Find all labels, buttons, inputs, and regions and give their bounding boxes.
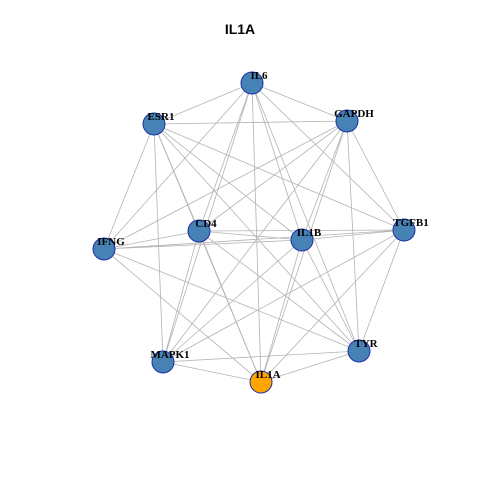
edge-il6-il1b [251, 82, 303, 241]
edge-tyr-il1b [301, 239, 360, 352]
edge-esr1-cd4 [153, 123, 200, 232]
edge-gapdh-esr1 [153, 120, 348, 125]
node-esr1 [142, 112, 166, 136]
edge-il6-il1a [251, 82, 262, 383]
edge-il6-cd4 [198, 82, 253, 232]
figure-title: IL1A [224, 21, 256, 37]
node-label-gapdh: GAPDH [334, 108, 374, 120]
edge-il6-ifng [103, 82, 253, 250]
node-tyr [347, 339, 371, 363]
edge-gapdh-tgfb1 [346, 120, 405, 231]
edge-il1a-cd4 [198, 230, 262, 383]
edge-esr1-il1b [153, 123, 303, 241]
edges-layer [103, 82, 405, 383]
edge-il1a-ifng [103, 248, 262, 383]
edge-tyr-cd4 [198, 230, 360, 352]
edge-gapdh-tyr [346, 120, 360, 352]
node-label-cd4: CD4 [195, 218, 217, 230]
edge-il6-gapdh [251, 82, 348, 122]
edge-il1a-mapk1 [162, 361, 262, 383]
edge-tgfb1-mapk1 [162, 229, 405, 363]
node-label-tgfb1: TGFB1 [393, 217, 428, 229]
node-gapdh [335, 109, 359, 133]
edge-gapdh-cd4 [198, 120, 348, 232]
node-ifng [92, 237, 116, 261]
edge-tyr-ifng [103, 248, 360, 352]
edge-il1a-il1b [260, 239, 303, 383]
edge-tyr-il1a [260, 350, 360, 383]
node-il1b [290, 228, 314, 252]
edge-tyr-esr1 [153, 123, 360, 352]
edge-mapk1-il1b [162, 239, 303, 363]
edge-mapk1-esr1 [153, 123, 164, 363]
edge-il6-tyr [251, 82, 360, 352]
edge-cd4-il1b [198, 230, 303, 241]
nodes-layer [92, 71, 416, 394]
edge-tgfb1-esr1 [153, 123, 405, 231]
edge-il6-esr1 [153, 82, 253, 125]
edge-ifng-esr1 [103, 123, 155, 250]
edge-gapdh-mapk1 [162, 120, 348, 363]
edge-ifng-cd4 [103, 230, 200, 250]
edge-il6-tgfb1 [251, 82, 405, 231]
node-il1a [249, 370, 273, 394]
node-label-esr1: ESR1 [148, 111, 175, 123]
node-tgfb1 [392, 218, 416, 242]
node-label-mapk1: MAPK1 [150, 349, 189, 361]
edge-tgfb1-il1a [260, 229, 405, 383]
edge-tyr-mapk1 [162, 350, 360, 363]
edge-ifng-il1b [103, 239, 303, 250]
node-label-il1b: IL1B [297, 227, 322, 239]
node-label-il1a: IL1A [255, 369, 280, 381]
node-cd4 [187, 219, 211, 243]
node-il6 [240, 71, 264, 95]
node-label-tyr: TYR [354, 338, 378, 350]
edge-mapk1-cd4 [162, 230, 200, 363]
node-label-ifng: IFNG [97, 236, 125, 248]
node-mapk1 [151, 350, 175, 374]
edge-gapdh-il1a [260, 120, 348, 383]
edge-gapdh-ifng [103, 120, 348, 250]
edge-tgfb1-tyr [358, 229, 405, 352]
node-label-il6: IL6 [250, 70, 268, 82]
edge-tgfb1-ifng [103, 229, 405, 250]
edge-il6-mapk1 [162, 82, 253, 363]
edge-tgfb1-il1b [301, 229, 405, 241]
edge-gapdh-il1b [301, 120, 348, 241]
